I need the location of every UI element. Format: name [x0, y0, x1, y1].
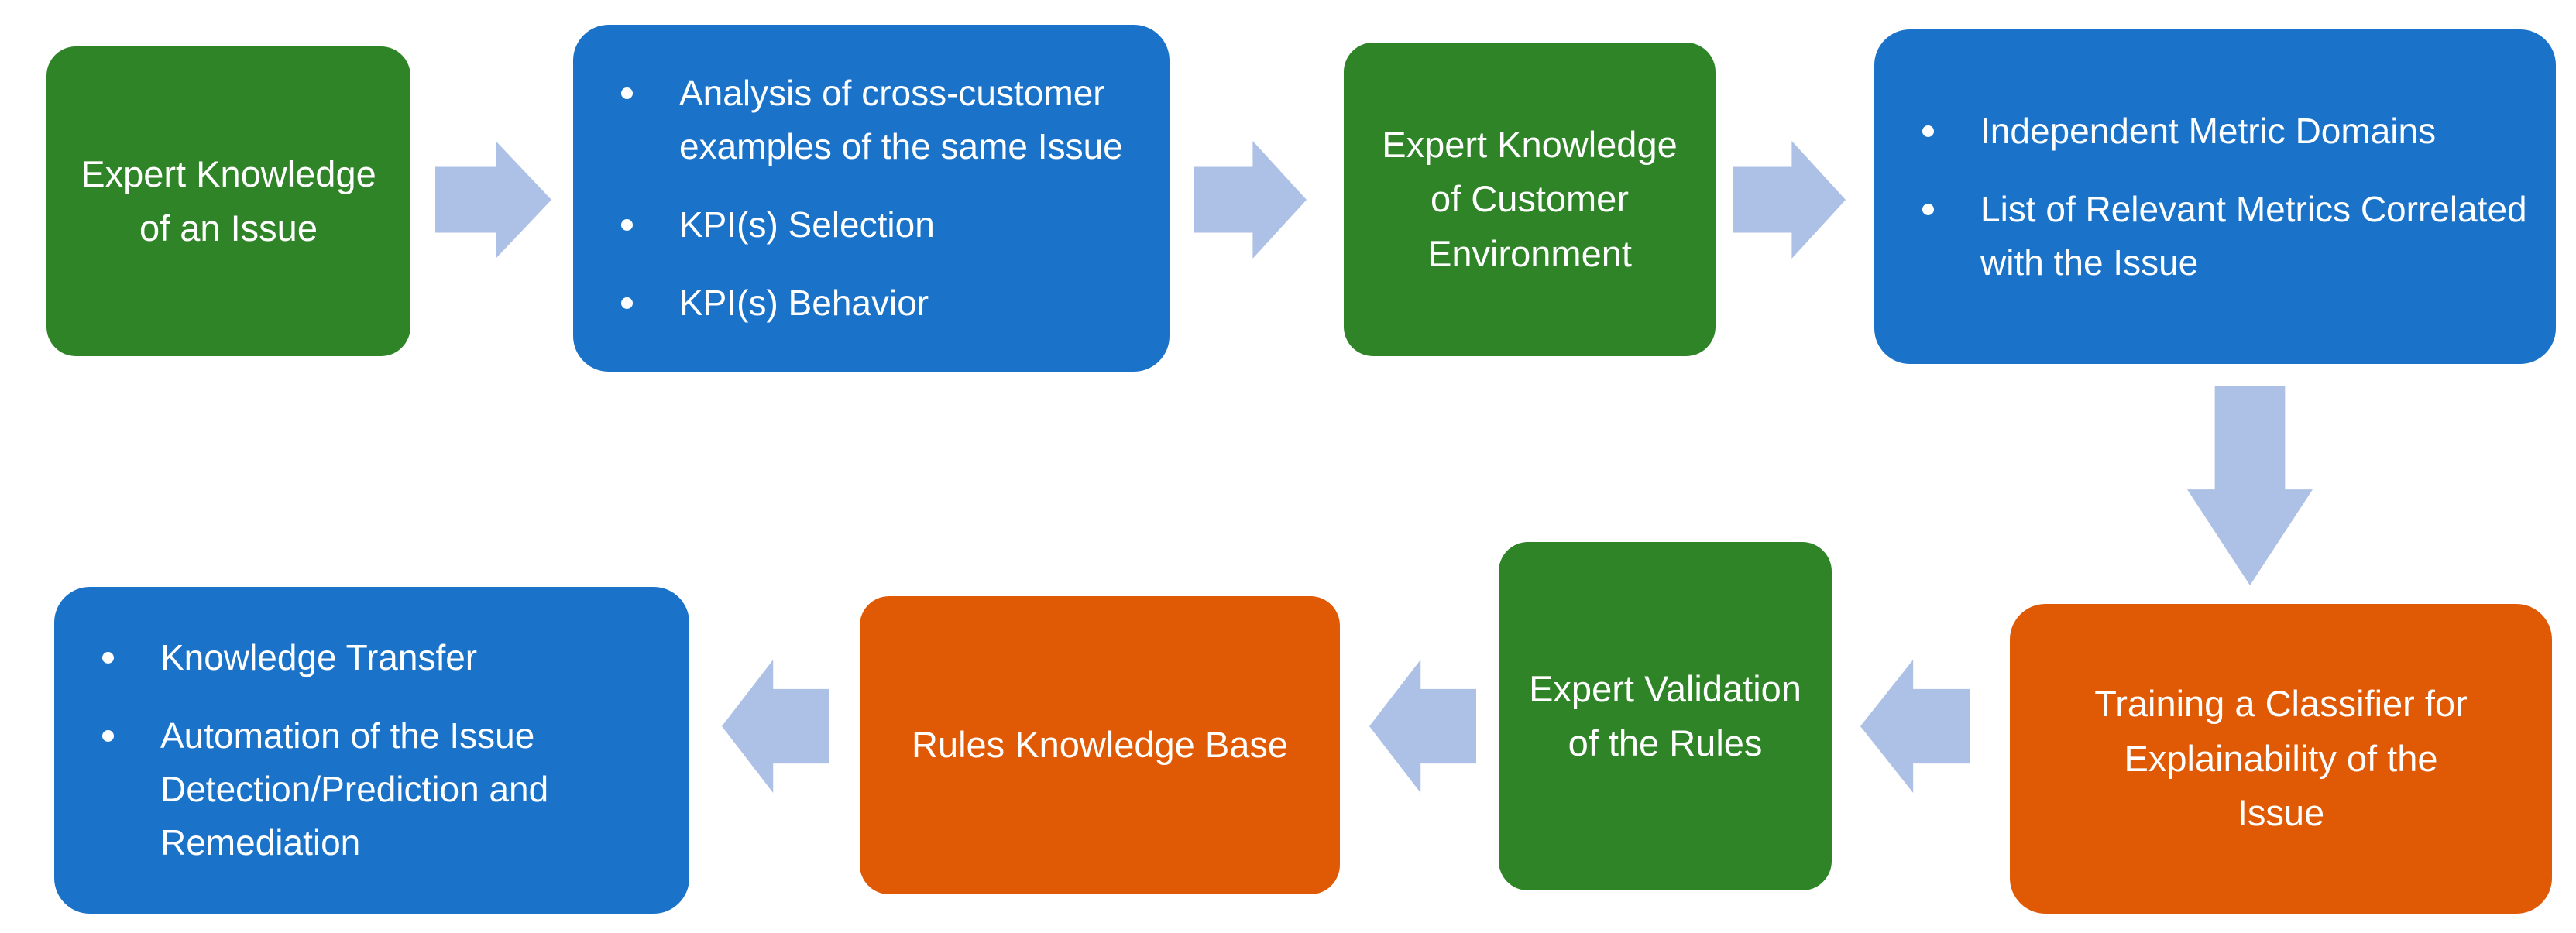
bullet-label: KPI(s) Behavior — [679, 283, 929, 323]
node-cross-customer-analysis: Analysis of cross-customer examples of t… — [573, 25, 1170, 372]
bullet-label: KPI(s) Selection — [679, 204, 935, 245]
list-item: KPI(s) Selection — [612, 198, 1146, 252]
node-text: Expert Knowledge of an Issue — [46, 46, 410, 356]
node-text: Training a Classifier for Explainability… — [2010, 604, 2552, 914]
bullet-icon — [621, 87, 633, 99]
arrow-down-icon — [2187, 386, 2313, 585]
bullet-list: Knowledge Transfer Automation of the Iss… — [54, 587, 689, 914]
node-text-line: Environment — [1427, 232, 1632, 274]
bullet-icon — [621, 297, 633, 309]
list-item: Automation of the Issue Detection/Predic… — [93, 709, 666, 870]
node-text-line: Explainability of the — [2124, 737, 2438, 779]
bullet-icon — [102, 730, 114, 742]
arrow-right-icon — [1194, 141, 1307, 259]
bullet-label: Automation of the Issue Detection/Predic… — [160, 715, 549, 863]
arrow-left-icon — [1860, 660, 1970, 793]
node-text-line: Issue — [2237, 792, 2325, 834]
node-text-line: Expert Knowledge — [81, 153, 376, 194]
bullet-list: Analysis of cross-customer examples of t… — [573, 25, 1170, 372]
arrow-left-icon — [1369, 660, 1476, 793]
bullet-label: Independent Metric Domains — [1980, 110, 2437, 151]
node-text-line: of an Issue — [139, 208, 318, 249]
node-expert-validation-of-rules: Expert Validation of the Rules — [1499, 542, 1832, 890]
arrow-left-icon — [722, 660, 829, 793]
list-item: Analysis of cross-customer examples of t… — [612, 67, 1146, 173]
node-classifier-training: Training a Classifier for Explainability… — [2010, 604, 2552, 914]
bullet-label: Knowledge Transfer — [160, 637, 478, 677]
node-knowledge-transfer: Knowledge Transfer Automation of the Iss… — [54, 587, 689, 914]
bullet-icon — [1922, 125, 1934, 137]
node-rules-knowledge-base: Rules Knowledge Base — [860, 596, 1340, 894]
node-text-line: of the Rules — [1568, 722, 1763, 763]
bullet-icon — [1922, 203, 1934, 215]
bullet-icon — [102, 652, 114, 664]
node-text-line: Rules Knowledge Base — [912, 724, 1288, 766]
node-text-line: of Customer — [1431, 178, 1629, 220]
node-text: Rules Knowledge Base — [860, 596, 1340, 894]
arrow-right-icon — [435, 141, 551, 259]
node-text-line: Expert Validation — [1529, 667, 1801, 709]
bullet-list: Independent Metric Domains List of Relev… — [1874, 29, 2556, 364]
bullet-label: Analysis of cross-customer examples of t… — [679, 73, 1123, 166]
bullet-icon — [621, 219, 633, 231]
list-item: Independent Metric Domains — [1913, 105, 2533, 158]
list-item: Knowledge Transfer — [93, 631, 666, 684]
node-text: Expert Knowledge of Customer Environment — [1344, 43, 1716, 356]
bullet-label: List of Relevant Metrics Correlated with… — [1980, 188, 2527, 283]
arrow-right-icon — [1733, 141, 1846, 259]
node-expert-knowledge-of-an-issue: Expert Knowledge of an Issue — [46, 46, 410, 356]
node-text-line: Expert Knowledge — [1382, 123, 1678, 165]
list-item: List of Relevant Metrics Correlated with… — [1913, 183, 2533, 290]
node-text: Expert Validation of the Rules — [1499, 542, 1832, 890]
node-expert-knowledge-of-customer-environment: Expert Knowledge of Customer Environment — [1344, 43, 1716, 356]
list-item: KPI(s) Behavior — [612, 276, 1146, 330]
node-text-line: Training a Classifier for — [2094, 683, 2468, 725]
node-relevant-metrics: Independent Metric Domains List of Relev… — [1874, 29, 2556, 364]
